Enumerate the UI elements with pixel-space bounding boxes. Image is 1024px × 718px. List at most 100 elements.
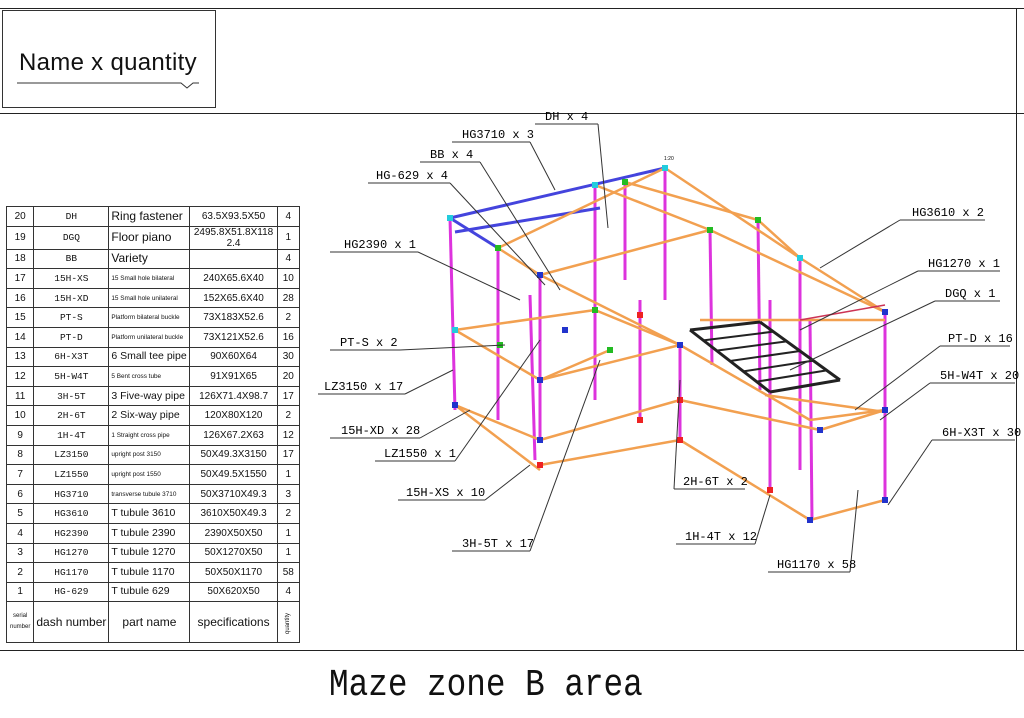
scale-note: 1:20 (664, 156, 674, 162)
callout-leader-line (849, 489, 859, 573)
joint-fitting (807, 517, 813, 523)
joint-fitting (817, 427, 823, 433)
callout-dgq: DGQ x 1 (945, 287, 995, 301)
joint-fitting (452, 327, 458, 333)
upright-post (756, 219, 762, 391)
frame-members (448, 166, 887, 522)
page-title: Maze zone B area (329, 664, 643, 707)
horizontal-tube (757, 219, 801, 259)
upright-post (448, 217, 457, 411)
callout-2h6t: 2H-6T x 2 (683, 475, 748, 489)
callout-lz3150: LZ3150 x 17 (324, 380, 403, 394)
row-quantity: 10 (276, 268, 301, 289)
joint-fitting (662, 165, 668, 171)
horizontal-tube (539, 348, 611, 382)
joint-fitting (537, 377, 543, 383)
joint-fitting (677, 342, 683, 348)
callout-leader-line (449, 182, 546, 286)
callout-leader-line (404, 369, 454, 395)
horizontal-tube (454, 328, 541, 382)
callout-leader-line (419, 409, 471, 439)
joint-fitting (882, 497, 888, 503)
horizontal-tube (624, 180, 759, 222)
frame-right-line (1016, 8, 1017, 650)
callout-hg1170: HG1170 x 58 (777, 558, 856, 572)
platform-slat (716, 340, 787, 352)
joint-fitting (755, 217, 761, 223)
row-quantity: 4 (276, 248, 301, 270)
frame-joints (447, 165, 888, 523)
platform-slat (743, 359, 814, 373)
joint-fitting (677, 397, 683, 403)
upright-post (708, 229, 714, 366)
bracket-edge (799, 304, 886, 321)
horizontal-tube (497, 166, 666, 250)
callout-leader-line (454, 339, 541, 462)
callout-hg2390: HG2390 x 1 (344, 238, 416, 252)
row-serial: 14 (5, 326, 35, 348)
horizontal-tube (539, 228, 711, 277)
horizontal-tube (454, 308, 596, 332)
row-serial: 1 (5, 581, 35, 603)
horizontal-tube (594, 183, 711, 232)
horizontal-tube (809, 408, 886, 422)
joint-fitting (637, 417, 643, 423)
row-quantity: 58 (276, 562, 301, 583)
header-serial: serial number (5, 601, 35, 644)
callout-leader-line (399, 344, 506, 351)
header-dash: dash number (33, 601, 110, 644)
horizontal-tube (764, 393, 886, 414)
callout-hg1270: HG1270 x 1 (928, 257, 1000, 271)
row-dash-number: DGQ (33, 225, 110, 250)
horizontal-tube (679, 398, 821, 432)
callout-lz1550: LZ1550 x 1 (384, 447, 456, 461)
platform-slat (756, 369, 827, 383)
joint-fitting (637, 312, 643, 318)
joint-fitting (592, 182, 598, 188)
joint-fitting (677, 437, 683, 443)
platform-edge (769, 378, 841, 394)
callout-leader-line (484, 464, 531, 501)
joint-fitting (537, 462, 543, 468)
callout-15hxd: 15H-XD x 28 (341, 424, 420, 438)
joint-fitting (495, 245, 501, 251)
platform-slat (729, 350, 801, 362)
row-part-name: Floor piano (108, 225, 191, 250)
callout-15hxs: 15H-XS x 10 (406, 486, 485, 500)
joint-fitting (882, 407, 888, 413)
callout-leader-line (673, 379, 681, 490)
callout-leader-line (529, 359, 601, 552)
callout-1h4t: 1H-4T x 12 (685, 530, 757, 544)
callout-leader-line (597, 123, 609, 229)
frame-divider (0, 113, 1024, 114)
callout-hg3710: HG3710 x 3 (462, 128, 534, 142)
callout-leader-line (529, 141, 556, 191)
horizontal-tube (497, 246, 541, 277)
top-tube (449, 166, 666, 220)
row-specification: 2495.8X51.8X118 2.4 (189, 225, 278, 250)
callout-hg3610: HG3610 x 2 (912, 206, 984, 220)
horizontal-tube (799, 256, 886, 314)
header-qty: quantity (276, 601, 301, 644)
legend-box: Name x quantity (2, 10, 216, 108)
horizontal-tube (809, 498, 886, 522)
upright-post (528, 294, 537, 461)
joint-fitting (592, 307, 598, 313)
callout-leader-line (479, 161, 561, 291)
table-header-row: serial number dash number part name spec… (5, 601, 301, 644)
joint-fitting (452, 402, 458, 408)
horizontal-tube (539, 438, 681, 467)
callout-leader-line (854, 345, 941, 411)
joint-fitting (447, 215, 453, 221)
joint-fitting (707, 227, 713, 233)
callout-ptd: PT-D x 16 (948, 332, 1013, 346)
row-serial: 12 (5, 366, 35, 387)
